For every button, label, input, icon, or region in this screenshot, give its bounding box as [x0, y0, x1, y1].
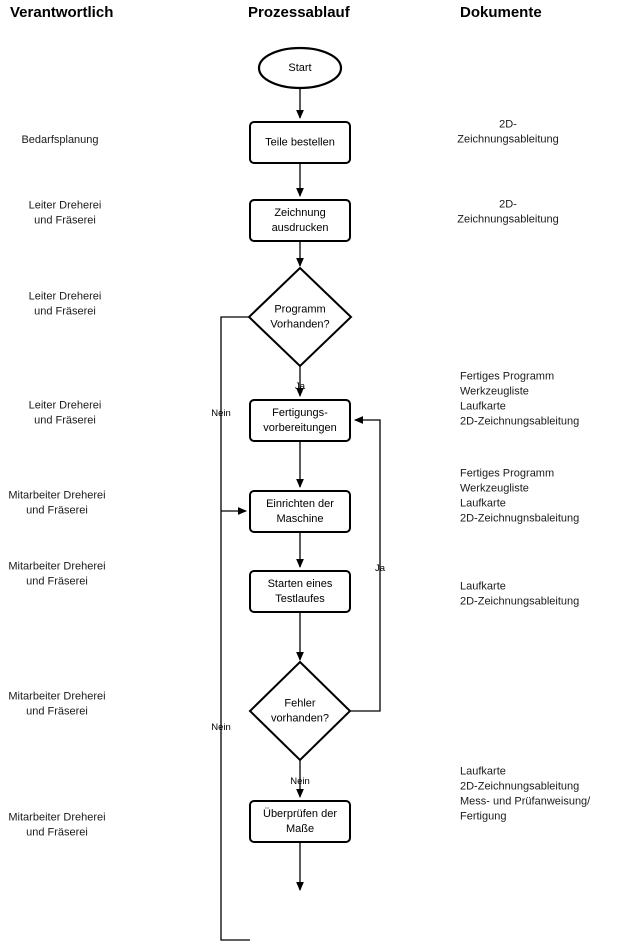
- label-ja-fehler: Ja: [375, 563, 386, 574]
- edge-decision-nein-loop: [220, 316, 250, 941]
- node-start-label: Start: [288, 62, 311, 74]
- label-ja-programm: Ja: [295, 381, 306, 392]
- role-bedarfsplanung: Bedarfsplanung: [21, 134, 98, 146]
- edge-fehler-ja-loop: [350, 416, 381, 712]
- label-nein-fehler-side: Nein: [211, 722, 231, 733]
- column-header-layer: Verantwortlich Prozessablauf Dokumente: [10, 4, 542, 21]
- documents-column: 2D-Zeichnungsableitung 2D-Zeichnungsablei…: [457, 119, 591, 823]
- column-header-responsible: Verantwortlich: [10, 4, 113, 21]
- doc-zeichnung-ausdrucken: 2D-Zeichnungsableitung: [457, 199, 559, 226]
- column-header-documents: Dokumente: [460, 4, 542, 21]
- connector-layer: [220, 88, 381, 941]
- node-start: Start: [257, 46, 343, 90]
- label-nein-fehler-down: Nein: [290, 776, 310, 787]
- node-fertigungsvorbereitungen: Fertigungs-vorbereitungen: [249, 399, 351, 442]
- column-header-process: Prozessablauf: [248, 4, 351, 21]
- doc-teile-bestellen: 2D-Zeichnungsableitung: [457, 119, 559, 146]
- node-teile-bestellen-label: Teile bestellen: [265, 136, 335, 148]
- label-nein-programm: Nein: [211, 408, 231, 419]
- node-fertigungsvorbereitungen-label: Fertigungs-vorbereitungen: [263, 407, 336, 434]
- node-teile-bestellen: Teile bestellen: [249, 121, 351, 164]
